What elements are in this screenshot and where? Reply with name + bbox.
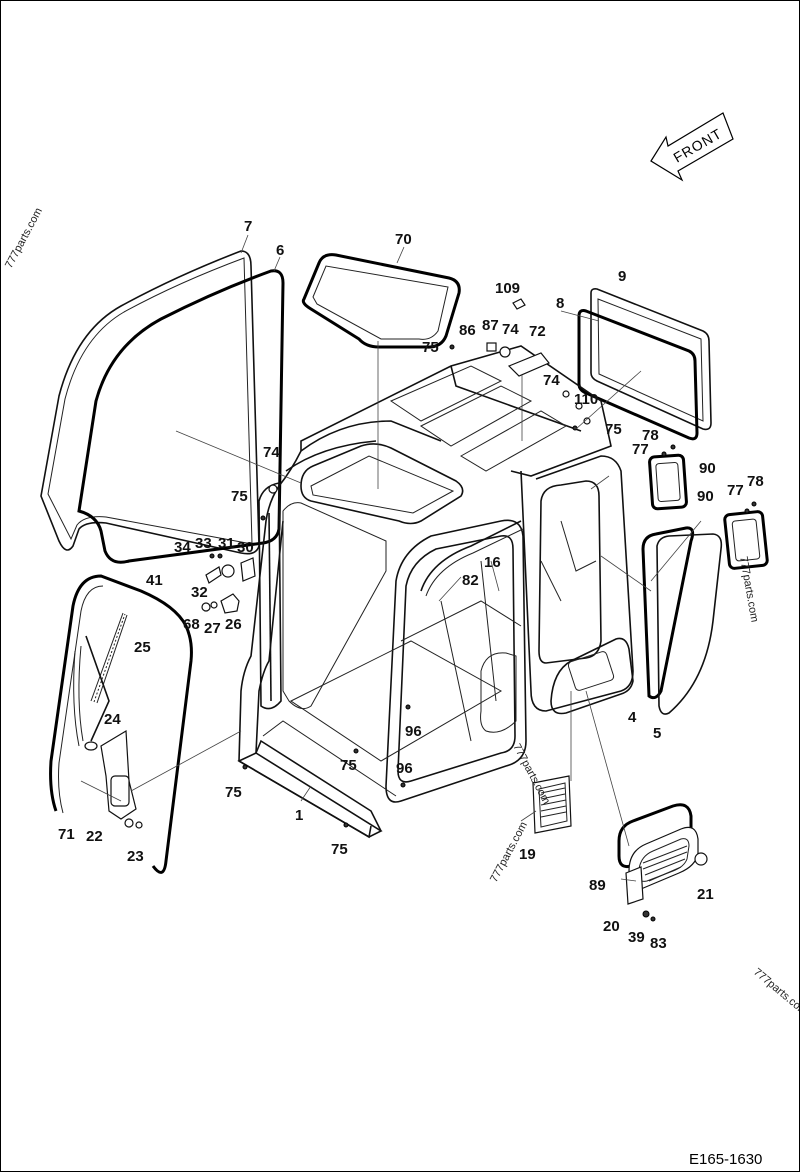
callout-75d: 75 [340,757,357,774]
callout-77b: 77 [727,482,744,499]
callout-96b: 96 [396,760,413,777]
callout-71: 71 [58,826,75,843]
air-filter [532,775,572,834]
callout-86: 86 [459,322,476,339]
cab-frame [237,345,634,839]
roof-window [301,253,461,349]
left-door-glass [40,250,260,555]
callout-68: 68 [183,616,200,633]
window-hardware [661,444,757,514]
callout-7: 7 [244,218,252,235]
callout-24: 24 [104,711,121,728]
leader-lines [80,234,702,882]
callout-77a: 77 [632,441,649,458]
callout-26: 26 [225,616,242,633]
callout-74a: 74 [502,321,519,338]
callout-21: 21 [697,886,714,903]
callout-30: 30 [237,539,254,556]
callout-96a: 96 [405,723,422,740]
callout-20: 20 [603,918,620,935]
wiper-arm [73,635,110,747]
callout-72: 72 [529,323,546,340]
watermark-1: 777parts.com [3,206,45,270]
callout-41: 41 [146,572,163,589]
callout-75e: 75 [225,784,242,801]
callout-19: 19 [519,846,536,863]
wiper-seal [49,574,193,874]
callout-4: 4 [628,709,637,726]
callout-74c: 74 [263,444,280,461]
callout-5: 5 [653,725,661,742]
callout-23: 23 [127,848,144,865]
callout-90a: 90 [699,460,716,477]
callout-27: 27 [204,620,221,637]
drawing-code: E165-1630 [689,1151,762,1168]
callout-75c: 75 [231,488,248,505]
callout-74b: 74 [543,372,560,389]
quarter-window-lower [723,510,769,570]
wiper-motor [84,729,143,829]
watermarks: 777parts.com 777parts.com 777parts.com 7… [3,206,799,1018]
callout-labels: 7 6 70 109 86 87 74 72 75 9 8 74 110 75 … [58,218,764,952]
callout-83: 83 [650,935,667,952]
watermark-5: 777parts.com [751,966,799,1018]
callout-109: 109 [495,280,520,297]
callout-110: 110 [574,391,598,408]
filter-cover [617,803,708,922]
callout-75a: 75 [422,339,439,356]
callout-31: 31 [218,535,235,552]
callout-75b: 75 [605,421,622,438]
callout-22: 22 [86,828,103,845]
callout-78b: 78 [747,473,764,490]
callout-82: 82 [462,572,479,589]
callout-34: 34 [174,539,191,556]
callout-8: 8 [556,295,564,312]
callout-9: 9 [618,268,626,285]
callout-89: 89 [589,877,606,894]
callout-87: 87 [482,317,499,334]
callout-25: 25 [134,639,151,656]
callout-6: 6 [276,242,284,259]
callout-16: 16 [484,554,501,571]
callout-1: 1 [295,807,303,824]
callout-75f: 75 [331,841,348,858]
right-side-glass [641,526,723,715]
callout-39: 39 [628,929,645,946]
callout-78a: 78 [642,427,659,444]
quarter-window-upper [648,453,688,511]
right-rear-glass [577,288,712,441]
callout-70: 70 [395,231,412,248]
callout-32: 32 [191,584,208,601]
callout-33: 33 [195,535,212,552]
left-door-seal [77,269,285,564]
roof-hardware [260,298,591,521]
wiper-blade [90,612,128,704]
latch-hardware [201,553,256,614]
watermark-3: 777parts.com [510,742,552,806]
front-direction-arrow: FRONT [650,112,734,182]
callout-90b: 90 [697,488,714,505]
